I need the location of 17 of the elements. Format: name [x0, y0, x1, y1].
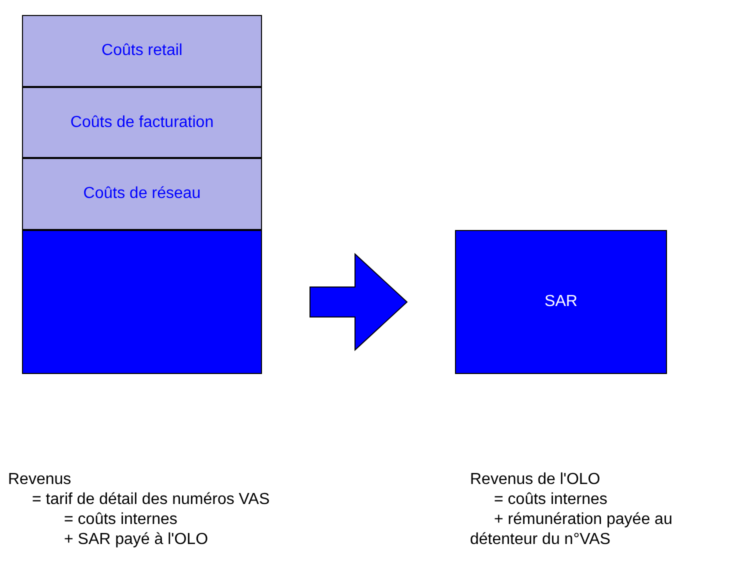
block [22, 230, 262, 374]
box-label: SAR [544, 293, 578, 311]
box-label: Coûts de réseau [83, 185, 201, 203]
formula-line: = tarif de détail des numéros VAS [32, 490, 270, 510]
cost-box [22, 87, 262, 158]
box-label: Coûts de facturation [70, 114, 214, 132]
box-label: Coûts retail [102, 42, 182, 60]
formula-line: + rémunération payée au détenteur du n°VAS [470, 510, 674, 550]
cost-box [22, 15, 262, 87]
formula-line: + SAR payé à l'OLO [64, 530, 208, 550]
cost-box [22, 158, 262, 230]
block-arrow [310, 252, 408, 352]
formula-line: = coûts internes [64, 510, 178, 530]
result-box [455, 230, 667, 374]
revenue-heading: Revenus de l'OLO [470, 470, 600, 490]
formula-line: = coûts internes [494, 490, 608, 510]
revenue-heading: Revenus [8, 470, 72, 490]
